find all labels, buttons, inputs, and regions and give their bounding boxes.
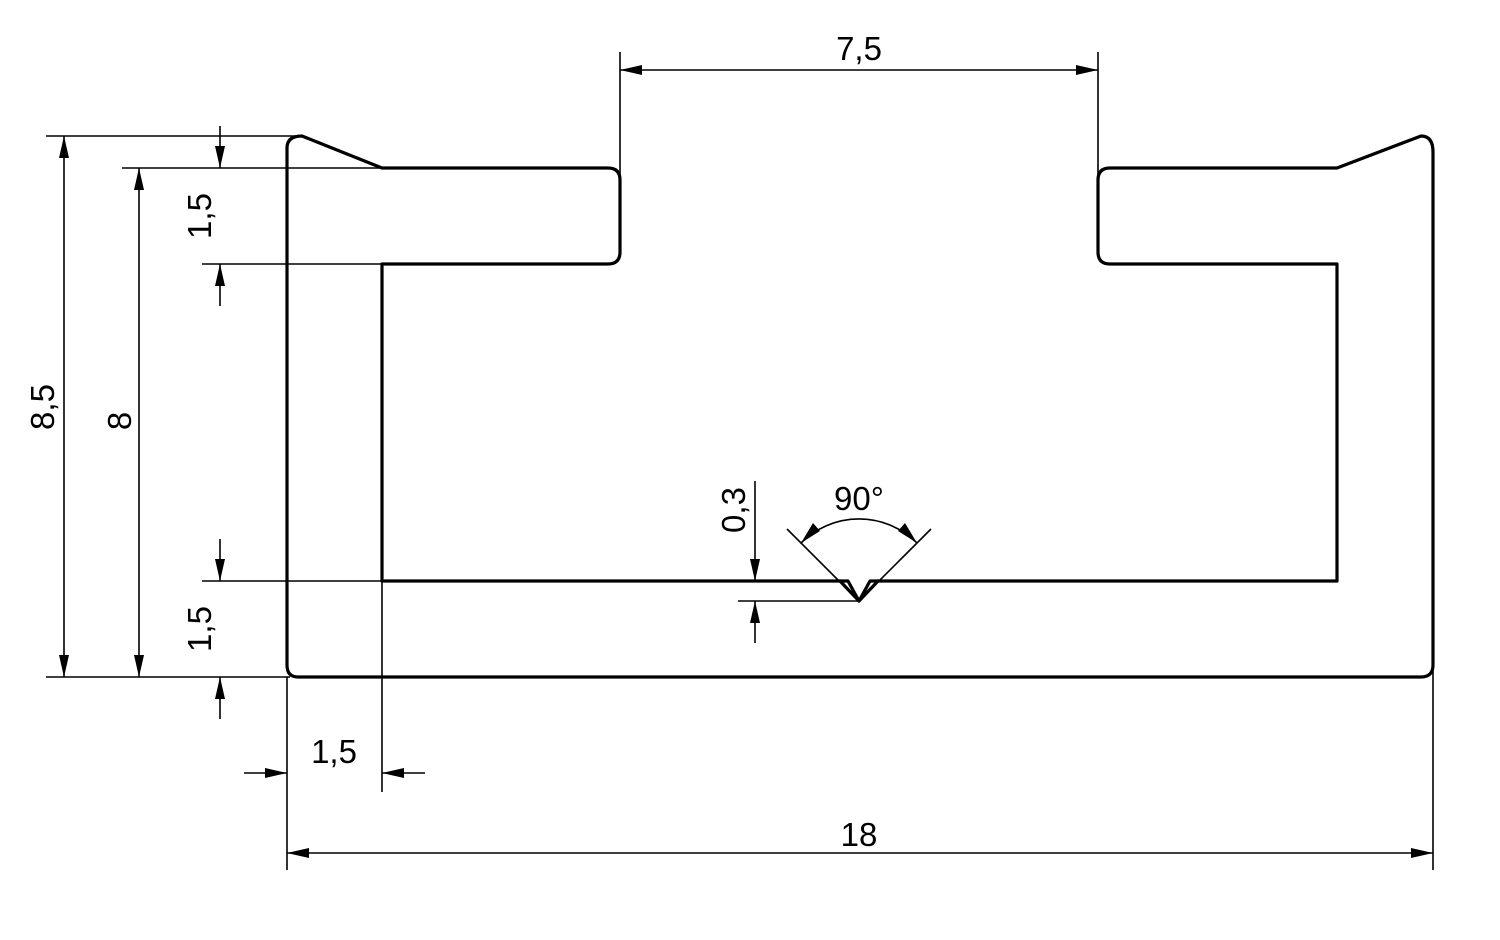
arrow-angle-right <box>898 523 917 543</box>
dim-text-overall-width: 18 <box>841 816 878 853</box>
arrow-height-bottom <box>59 655 69 677</box>
arrow-floor-top <box>215 559 225 581</box>
arrow-inner-top <box>134 168 144 190</box>
dim-text-groove-angle: 90° <box>834 480 884 517</box>
arrow-inner-bottom <box>134 655 144 677</box>
arrow-wall-left <box>265 768 287 778</box>
arrow-groove-bottom <box>750 601 760 623</box>
dim-text-floor-thickness: 1,5 <box>181 606 218 652</box>
arrow-slot-right <box>1076 65 1098 75</box>
dim-text-overall-height: 8,5 <box>24 384 61 430</box>
dim-text-inner-height: 8 <box>101 412 138 430</box>
arrow-groove-top <box>750 559 760 581</box>
ext-line-angle-left <box>786 528 860 602</box>
arrow-wall-right <box>382 768 404 778</box>
arrow-lip-bottom <box>215 264 225 286</box>
arrow-width-right <box>1411 848 1433 858</box>
dim-text-lip-thickness: 1,5 <box>181 193 218 239</box>
arrow-slot-left <box>620 65 642 75</box>
dim-text-wall-thickness: 1,5 <box>311 733 357 770</box>
arrow-angle-left <box>801 523 820 543</box>
dim-text-groove-depth: 0,3 <box>715 487 752 533</box>
arrow-lip-top <box>215 146 225 168</box>
arrow-height-top <box>59 136 69 158</box>
arrow-floor-bottom <box>215 677 225 699</box>
arrow-width-left <box>287 848 309 858</box>
profile-outer-outline <box>285 134 1435 679</box>
dim-text-slot-opening: 7,5 <box>836 30 882 67</box>
ext-line-angle-right <box>858 528 932 602</box>
